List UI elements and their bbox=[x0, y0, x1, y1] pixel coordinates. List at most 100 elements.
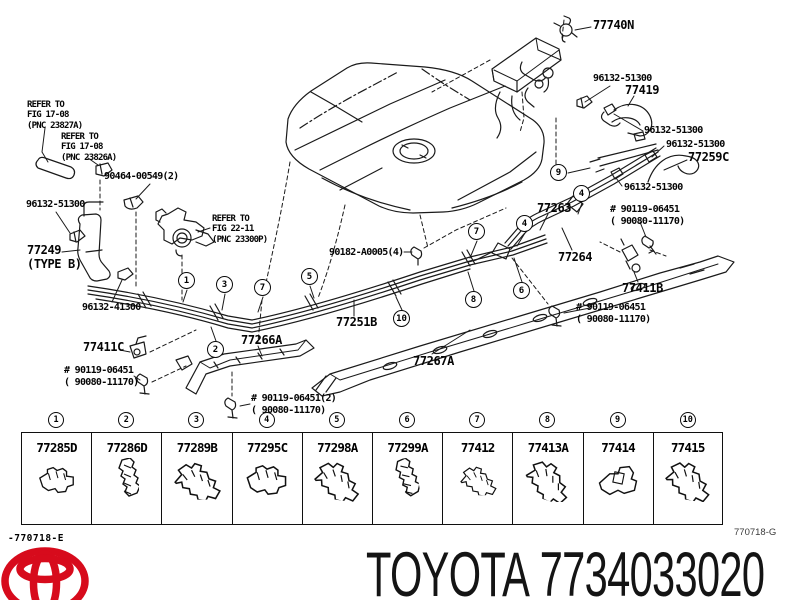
part-number: 77415 bbox=[670, 440, 705, 455]
label-77411C: 77411C bbox=[83, 340, 124, 354]
label-77263: 77263 bbox=[537, 201, 572, 215]
clip-icon bbox=[519, 456, 576, 507]
parts-table-item-2: 2 77286D bbox=[91, 412, 162, 525]
clip-icon bbox=[174, 462, 221, 500]
parts-table-item-10: 10 77415 bbox=[652, 412, 723, 525]
part-number: 77414 bbox=[601, 440, 635, 455]
label-refer-23826A: REFER TO FIG 17-08 (PNC 23826A) bbox=[61, 132, 117, 163]
clip-icon bbox=[118, 458, 139, 497]
clip-icon bbox=[246, 465, 287, 495]
parts-table-cell: 77414 bbox=[582, 432, 653, 525]
part-number: 77286D bbox=[106, 440, 148, 455]
label-90464-00549: 90464-00549(2) bbox=[104, 171, 179, 182]
label-77264: 77264 bbox=[558, 250, 593, 264]
bolt-icons bbox=[136, 235, 657, 419]
grommet-90464-icon bbox=[123, 195, 144, 210]
clip-icon bbox=[661, 459, 714, 504]
parts-table-item-1: 1 77285D bbox=[21, 412, 92, 525]
parts-table-cell: 77285D bbox=[21, 432, 92, 525]
clip-icon bbox=[312, 459, 364, 503]
part-number: 77412 bbox=[460, 440, 495, 455]
sheet-code-left: -770718-E bbox=[8, 533, 64, 544]
protector-77267A-drawing bbox=[311, 255, 735, 397]
label-96132-41300: 96132-41300 bbox=[82, 302, 141, 313]
label-90119-06451-a: # 90119-06451 ( 90080-11170) bbox=[610, 204, 685, 227]
label-90119-06451-c: # 90119-06451 ( 90080-11170) bbox=[64, 365, 139, 388]
parts-table-item-9: 9 77414 bbox=[582, 412, 653, 525]
part-number: 77289B bbox=[176, 440, 218, 455]
table-callout-4: 4 bbox=[258, 412, 275, 428]
table-callout-5: 5 bbox=[328, 412, 345, 428]
label-96132-51300-d: 96132-51300 bbox=[624, 182, 683, 193]
callout-8: 8 bbox=[465, 291, 482, 308]
catalog-number: 7734033020 bbox=[539, 540, 765, 600]
parts-table-item-5: 5 77298A bbox=[301, 412, 372, 525]
clip-96132-41300-icon bbox=[117, 267, 134, 281]
hose-77259C-drawing bbox=[647, 154, 700, 183]
parts-table-cell: 77415 bbox=[652, 432, 723, 525]
leader-lines bbox=[41, 85, 688, 407]
label-77411B: 77411B bbox=[622, 281, 663, 295]
sheet-code-right: 770718-G bbox=[734, 527, 777, 538]
parts-table: 1 77285D 2 77286D 3 77289B 4 77295C bbox=[21, 412, 723, 525]
parts-table-item-7: 7 77412 bbox=[442, 412, 513, 525]
part-number: 77413A bbox=[527, 440, 569, 455]
label-90119-06451-b: # 90119-06451 ( 90080-11170) bbox=[576, 302, 651, 325]
hose-23827A-icon bbox=[35, 156, 76, 180]
label-77251B: 77251B bbox=[336, 315, 377, 329]
parts-table-item-8: 8 77413A bbox=[512, 412, 583, 525]
clip-96132-51300-left-icon bbox=[69, 229, 86, 243]
parts-table-item-6: 6 77299A bbox=[371, 412, 443, 525]
label-96132-51300-b: 96132-51300 bbox=[644, 125, 703, 136]
part-number: 77295C bbox=[246, 440, 288, 455]
parts-table-cell: 77298A bbox=[301, 432, 372, 525]
clip-icon bbox=[393, 456, 422, 499]
label-77740N: 77740N bbox=[593, 18, 634, 32]
callout-4-a: 4 bbox=[516, 215, 533, 232]
label-77266A: 77266A bbox=[241, 333, 282, 347]
parts-table-cell: 77286D bbox=[91, 432, 162, 525]
main-pipe-bundle bbox=[87, 234, 548, 333]
parts-table-cell: 77289B bbox=[161, 432, 232, 525]
label-77419: 77419 bbox=[625, 83, 660, 97]
callout-7-a: 7 bbox=[254, 279, 271, 296]
part-number: 77298A bbox=[317, 440, 358, 455]
callout-1: 1 bbox=[178, 272, 195, 289]
table-callout-7: 7 bbox=[469, 412, 486, 428]
fuel-tank-drawing bbox=[285, 62, 545, 214]
label-77249: 77249 (TYPE B) bbox=[27, 243, 82, 271]
toyota-logo-icon bbox=[1, 547, 89, 600]
callout-7-b: 7 bbox=[468, 223, 485, 240]
hose-77249-drawing bbox=[77, 201, 111, 282]
table-callout-3: 3 bbox=[188, 412, 205, 428]
part-number: 77299A bbox=[387, 440, 428, 455]
canister-drawing bbox=[491, 37, 562, 139]
callout-2: 2 bbox=[207, 341, 224, 358]
parts-table-cell: 77412 bbox=[442, 432, 513, 525]
parts-table-cell: 77299A bbox=[371, 432, 443, 525]
callout-3: 3 bbox=[216, 276, 233, 293]
clip-icon bbox=[598, 465, 638, 496]
label-refer-22-11: REFER TO FIG 22-11 (PNC 23300P) bbox=[212, 214, 268, 245]
callout-10: 10 bbox=[393, 310, 410, 327]
bracket-77411C-icon bbox=[129, 335, 147, 359]
label-77267A: 77267A bbox=[413, 354, 454, 368]
protector-77266A-drawing bbox=[175, 339, 315, 395]
callout-5: 5 bbox=[301, 268, 318, 285]
parts-table-item-3: 3 77289B bbox=[161, 412, 232, 525]
callout-9: 9 bbox=[550, 164, 567, 181]
label-96132-51300-a: 96132-51300 bbox=[593, 73, 652, 84]
clip-icon bbox=[460, 466, 497, 496]
label-refer-23827A: REFER TO FIG 17-08 (PNC 23827A) bbox=[27, 100, 83, 131]
callout-6: 6 bbox=[513, 282, 530, 299]
table-callout-2: 2 bbox=[118, 412, 135, 428]
parts-table-cell: 77413A bbox=[512, 432, 583, 525]
label-96132-51300-c: 96132-51300 bbox=[666, 139, 725, 150]
brand-text: TOYOTA bbox=[366, 540, 530, 600]
label-77259C: 77259C bbox=[688, 150, 729, 164]
fuel-valve-assy-2211 bbox=[155, 207, 215, 257]
callout-4-b: 4 bbox=[573, 185, 590, 202]
table-callout-8: 8 bbox=[539, 412, 556, 428]
